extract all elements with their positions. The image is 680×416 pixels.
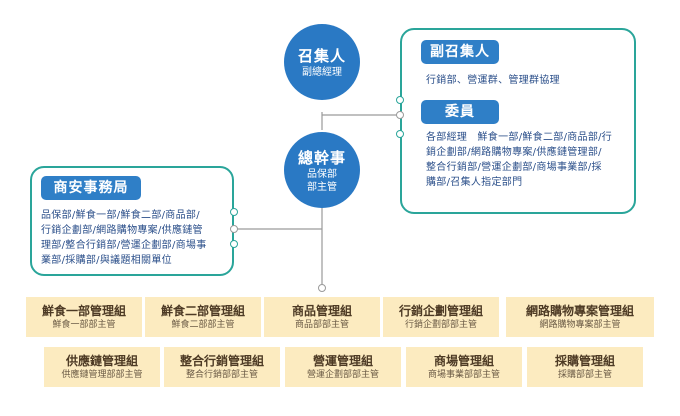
left-panel-line-1: 品保部/鮮食一部/鮮食二部/商品部/: [41, 210, 200, 221]
unit-sub: 網路購物專案部主管: [539, 319, 621, 330]
unit-title: 行銷企劃管理組: [398, 303, 483, 318]
members-line-2: 銷企劃部/網路購物專案/供應鏈管理部/: [426, 147, 602, 158]
secretary-node: 總幹事 品保部 部主管: [284, 132, 360, 208]
unit-title: 商品管理組: [291, 303, 352, 318]
convener-subtitle: 副總經理: [302, 67, 342, 78]
unit-sub: 鮮食二部部主管: [171, 319, 235, 330]
unit-title: 商場管理組: [433, 353, 494, 368]
unit-product: 商品管理組 商品部部主管: [264, 297, 380, 337]
deputy-title-pill: 副召集人: [421, 40, 499, 64]
unit-marketing-planning: 行銷企劃管理組 行銷企劃部部主管: [383, 297, 499, 337]
unit-mall: 商場管理組 商場事業部部主管: [406, 347, 522, 387]
left-panel-line-2: 行銷企劃部/網路購物專案/供應鏈管: [41, 225, 203, 236]
left-panel-dot-top: [230, 208, 238, 216]
left-panel-line-3: 理部/整合行銷部/營運企劃部/商場事: [41, 240, 207, 251]
deputy-text: 行銷部、營運群、管理群協理: [426, 75, 560, 86]
secretary-line2: 部主管: [307, 181, 337, 193]
members-line-3: 整合行銷部/營運企劃部/商場事業部/採: [426, 162, 602, 173]
unit-operations: 營運管理組 營運企劃部部主管: [285, 347, 401, 387]
unit-title: 供應鏈管理組: [65, 353, 138, 368]
unit-title: 鮮食二部管理組: [160, 303, 245, 318]
unit-title: 整合行銷管理組: [179, 353, 264, 368]
unit-fresh-food-1: 鮮食一部管理組 鮮食一部部主管: [26, 297, 142, 337]
unit-title: 採購管理組: [554, 353, 615, 368]
left-panel-dot-mid: [230, 225, 238, 233]
unit-title: 營運管理組: [312, 353, 373, 368]
unit-sub: 整合行銷部部主管: [185, 369, 258, 380]
unit-sub: 鮮食一部部主管: [52, 319, 116, 330]
unit-sub: 商品部部主管: [294, 319, 349, 330]
units-connector-dot: [318, 284, 326, 292]
unit-sub: 採購部部主管: [557, 369, 612, 380]
members-line-1: 各部經理 鮮食一部/鮮食二部/商品部/行: [426, 132, 613, 143]
right-panel-dot-bottom: [396, 130, 404, 138]
right-panel-dot-top: [396, 96, 404, 104]
unit-procurement: 採購管理組 採購部部主管: [527, 347, 643, 387]
unit-sub: 行銷企劃部部主管: [404, 319, 477, 330]
unit-sub: 營運企劃部部主管: [306, 369, 379, 380]
unit-sub: 商場事業部部主管: [427, 369, 500, 380]
secretary-line1: 品保部: [307, 168, 337, 180]
unit-online-shopping: 網路購物專案管理組 網路購物專案部主管: [506, 297, 654, 337]
unit-title: 鮮食一部管理組: [41, 303, 126, 318]
unit-integrated-marketing: 整合行銷管理組 整合行銷部部主管: [164, 347, 280, 387]
left-panel-line-4: 業部/採購部/與議題相關單位: [41, 255, 172, 266]
secretary-title: 總幹事: [297, 148, 346, 167]
members-title-pill: 委員: [421, 100, 499, 124]
convener-title: 召集人: [297, 47, 346, 65]
right-panel-dot-mid: [396, 111, 404, 119]
unit-title: 網路購物專案管理組: [525, 303, 634, 318]
left-panel-title-pill: 商安事務局: [41, 176, 141, 200]
unit-fresh-food-2: 鮮食二部管理組 鮮食二部部主管: [145, 297, 261, 337]
unit-sub: 供應鏈管理部部主管: [61, 369, 143, 380]
convener-node: 召集人 副總經理: [284, 24, 360, 100]
members-line-4: 購部/召集人指定部門: [426, 177, 523, 188]
left-panel-dot-bottom: [230, 240, 238, 248]
unit-supply-chain: 供應鏈管理組 供應鏈管理部部主管: [44, 347, 160, 387]
